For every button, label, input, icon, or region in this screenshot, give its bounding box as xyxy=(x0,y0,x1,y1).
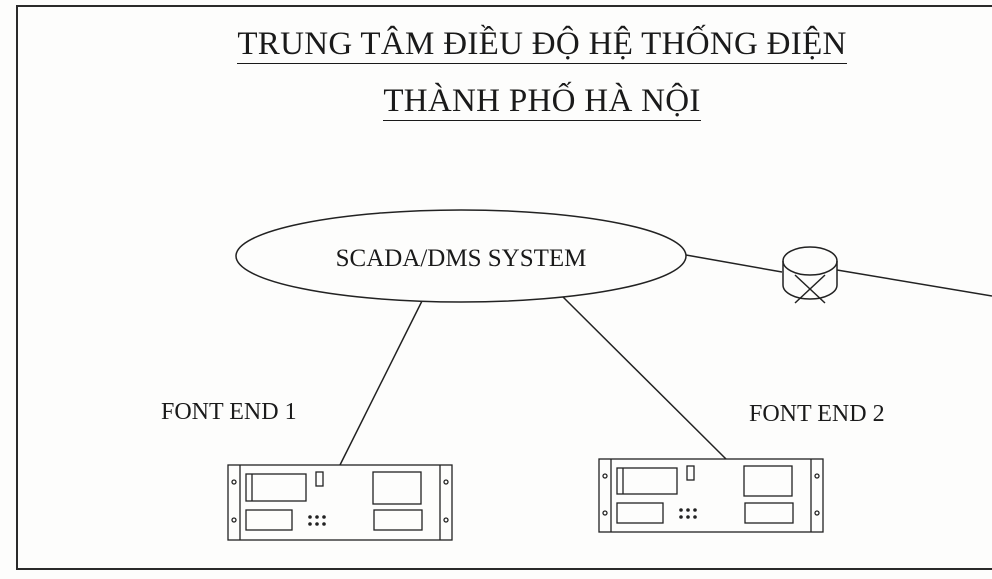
scada-dms-node: SCADA/DMS SYSTEM xyxy=(235,209,687,303)
diagram-frame xyxy=(16,5,992,570)
title-line-2-text: THÀNH PHỐ HÀ NỘI xyxy=(383,83,701,121)
front-end-2-device xyxy=(598,458,824,533)
link-scada-to-fe1 xyxy=(339,298,424,466)
front-end-2-label: FONT END 2 xyxy=(749,401,885,427)
link-scada-to-fe2 xyxy=(560,294,727,460)
title-line-1: TRUNG TÂM ĐIỀU ĐỘ HỆ THỐNG ĐIỆN xyxy=(0,26,992,64)
title-line-1-text: TRUNG TÂM ĐIỀU ĐỘ HỆ THỐNG ĐIỆN xyxy=(237,26,847,64)
front-end-1-device xyxy=(227,464,453,541)
front-end-1-label: FONT END 1 xyxy=(161,399,297,425)
link-router-offpage xyxy=(836,269,992,297)
scada-dms-label: SCADA/DMS SYSTEM xyxy=(336,245,587,272)
title-line-2: THÀNH PHỐ HÀ NỘI xyxy=(0,83,992,121)
link-scada-to-router xyxy=(685,254,783,273)
router-icon xyxy=(782,246,838,304)
